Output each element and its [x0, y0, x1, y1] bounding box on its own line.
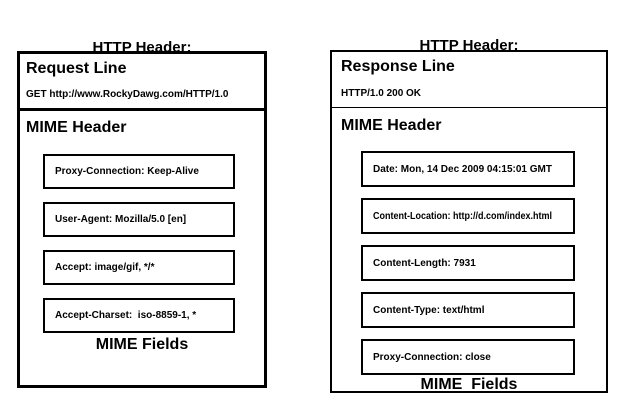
request-line-heading: Request Line [26, 60, 127, 77]
response-mime-fields-label: MIME Fields [420, 376, 518, 393]
response-section-divider [330, 107, 608, 108]
response-field-date: Date: Mon, 14 Dec 2009 04:15:01 GMT [361, 151, 575, 187]
request-mime-fields-label: MIME Fields [95, 336, 189, 353]
field-text: Date: Mon, 14 Dec 2009 04:15:01 GMT [373, 163, 552, 175]
response-field-proxy-connection: Proxy-Connection: close [361, 339, 575, 375]
field-text: Content-Type: text/html [373, 304, 485, 316]
request-mime-fields-list: Proxy-Connection: Keep-Alive User-Agent:… [43, 154, 235, 333]
response-line-value: HTTP/1.0 200 OK [341, 88, 422, 99]
field-text: Proxy-Connection: close [373, 351, 491, 363]
field-text: Accept-Charset: iso-8859-1, * [55, 310, 197, 321]
request-field-accept: Accept: image/gif, */* [43, 250, 235, 285]
response-mime-fields-list: Date: Mon, 14 Dec 2009 04:15:01 GMT Cont… [361, 151, 575, 375]
response-field-content-length: Content-Length: 7931 [361, 245, 575, 281]
request-line-value: GET http://www.RockyDawg.com/HTTP/1.0 [26, 89, 229, 100]
field-text: Content-Length: 7931 [373, 257, 476, 269]
response-line-heading: Response Line [341, 58, 455, 75]
response-title-line1: HTTP Header: [419, 37, 519, 54]
request-section-divider [17, 108, 267, 111]
response-mime-header-heading: MIME Header [341, 117, 442, 134]
field-text: Proxy-Connection: Keep-Alive [55, 166, 199, 177]
field-text: Content-Location: http://d.com/index.htm… [373, 210, 552, 222]
request-field-proxy-connection: Proxy-Connection: Keep-Alive [43, 154, 235, 189]
request-field-accept-charset: Accept-Charset: iso-8859-1, * [43, 298, 235, 333]
field-text: User-Agent: Mozilla/5.0 [en] [55, 214, 187, 225]
request-mime-header-heading: MIME Header [26, 119, 127, 136]
request-field-user-agent: User-Agent: Mozilla/5.0 [en] [43, 202, 235, 237]
response-field-content-type: Content-Type: text/html [361, 292, 575, 328]
field-text: Accept: image/gif, */* [55, 262, 155, 273]
response-field-content-location: Content-Location: http://d.com/index.htm… [361, 198, 575, 234]
